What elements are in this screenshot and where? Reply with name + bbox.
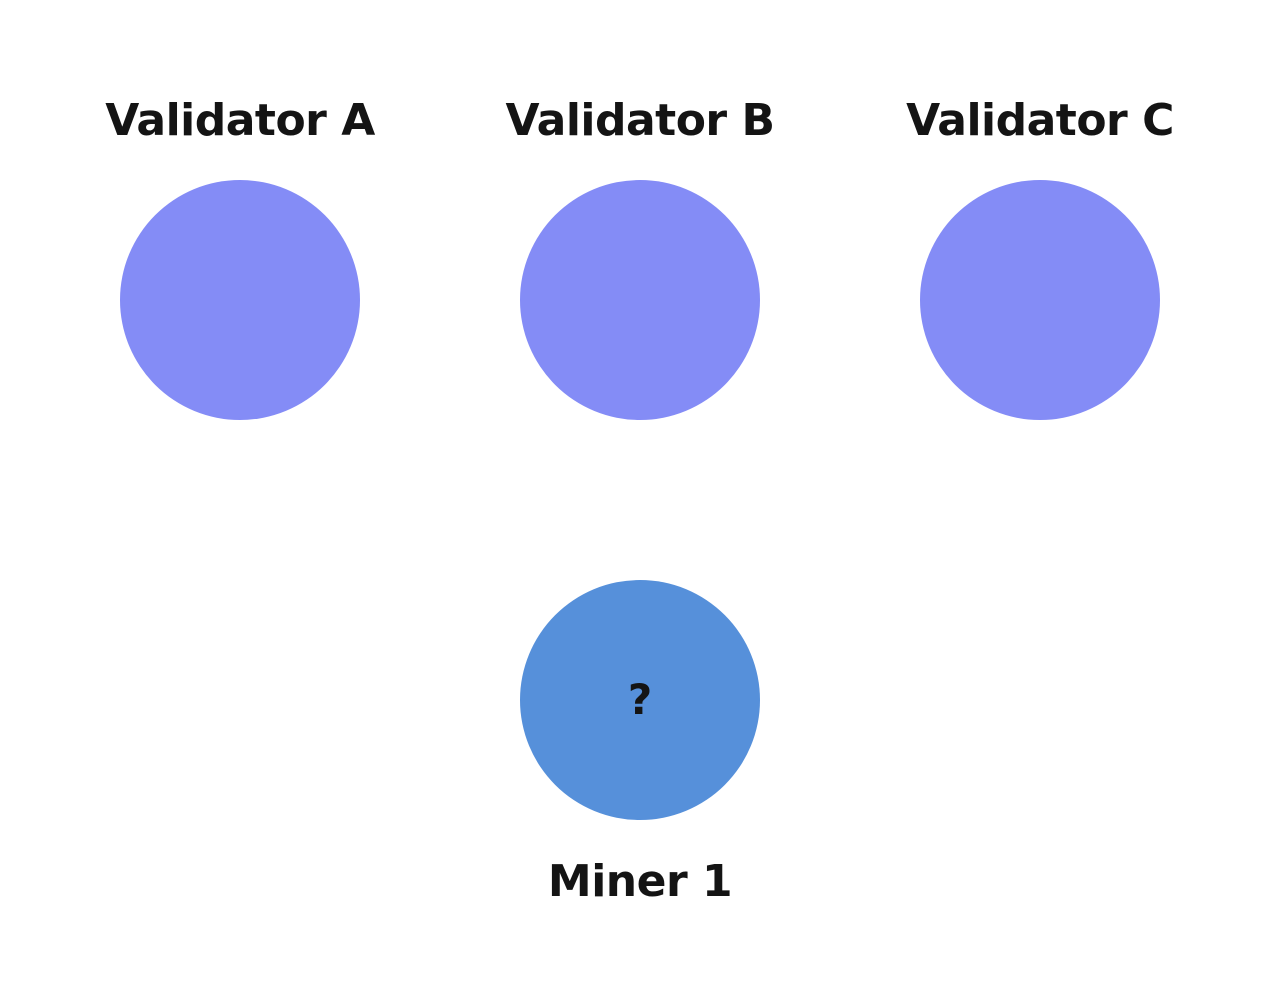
validator-a-label: Validator A	[105, 95, 375, 146]
validator-c-label: Validator C	[906, 95, 1174, 146]
question-mark-icon: ?	[627, 675, 653, 724]
validator-b-label: Validator B	[505, 95, 775, 146]
miner-1-node: ?	[520, 580, 760, 820]
validator-c-node	[920, 180, 1160, 420]
validator-b-node	[520, 180, 760, 420]
miner-1-label: Miner 1	[547, 856, 733, 907]
validator-a-node	[120, 180, 360, 420]
